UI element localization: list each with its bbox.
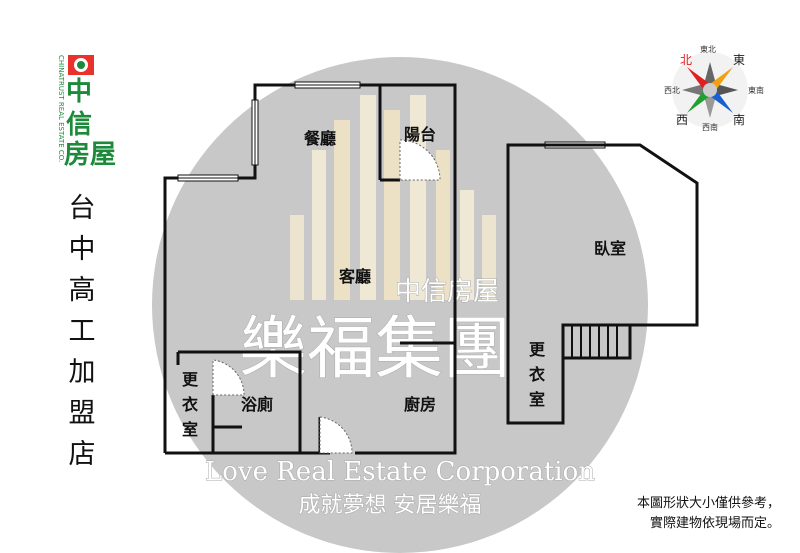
svg-text:房屋: 房屋 bbox=[64, 140, 116, 170]
label-dining: 餐廳 bbox=[303, 129, 336, 148]
svg-text:西南: 西南 bbox=[702, 122, 718, 132]
svg-text:東: 東 bbox=[733, 53, 745, 67]
label-kitchen: 廚房 bbox=[404, 395, 436, 414]
svg-text:東南: 東南 bbox=[748, 85, 764, 95]
svg-text:室: 室 bbox=[182, 420, 198, 439]
watermark-small-text: 中信房屋 bbox=[395, 277, 499, 307]
svg-text:更: 更 bbox=[182, 370, 199, 389]
svg-text:衣: 衣 bbox=[529, 365, 545, 384]
label-bedroom: 臥室 bbox=[594, 239, 626, 258]
walls-bedroom-unit bbox=[506, 143, 699, 425]
svg-text:中: 中 bbox=[66, 77, 92, 107]
disclaimer: 本圖形狀大小僅供參考， 實際建物依現場而定。 bbox=[636, 496, 780, 531]
svg-text:西北: 西北 bbox=[664, 86, 680, 95]
svg-text:室: 室 bbox=[529, 390, 545, 409]
svg-text:更: 更 bbox=[529, 340, 546, 359]
watermark-building-icon bbox=[290, 95, 496, 300]
svg-text:東北: 東北 bbox=[700, 44, 716, 54]
watermark-slogan: 成就夢想 安居樂福 bbox=[299, 493, 482, 518]
watermark-circle bbox=[152, 57, 648, 553]
door-swings bbox=[212, 139, 441, 454]
watermark-title: 樂福集團 bbox=[239, 310, 511, 389]
label-bathroom: 浴廁 bbox=[241, 395, 273, 414]
svg-text:衣: 衣 bbox=[182, 395, 198, 414]
label-closet-left: 更 衣 室 bbox=[182, 370, 199, 439]
stairs bbox=[571, 325, 618, 358]
compass-north: 北 bbox=[680, 53, 692, 67]
logo-english: CHINATRUST REAL ESTATE CO. bbox=[57, 55, 65, 162]
label-living: 客廳 bbox=[339, 267, 371, 286]
svg-text:信: 信 bbox=[66, 110, 92, 140]
label-balcony: 陽台 bbox=[404, 125, 436, 144]
watermark-english: Love Real Estate Corporation bbox=[205, 457, 595, 487]
svg-text:西: 西 bbox=[676, 113, 688, 127]
svg-text:南: 南 bbox=[733, 112, 745, 127]
chinatrust-logo: CHINATRUST REAL ESTATE CO. 中 信 房屋 bbox=[57, 55, 116, 170]
label-closet-right: 更 衣 室 bbox=[529, 340, 546, 409]
store-name: 台 中 高 工 加 盟 店 bbox=[68, 193, 96, 470]
compass-rose: 北 東北 東 東南 南 西南 西 西北 bbox=[664, 44, 764, 132]
